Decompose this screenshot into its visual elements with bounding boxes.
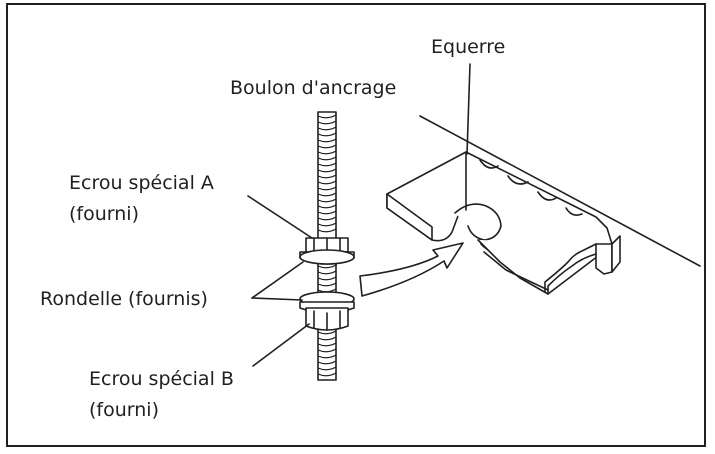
bolt-thread [317,222,337,227]
bolt-thread [317,336,337,341]
bolt-thread [317,342,337,347]
bolt-thread [317,366,337,371]
bolt-thread [317,114,337,119]
leader-ecrou-a [247,195,313,239]
label-equerre: Equerre [431,36,506,58]
bolt-thread [317,228,337,233]
label-boulon-ancrage: Boulon d'ancrage [230,77,397,99]
bolt-thread [317,282,337,287]
bolt-thread [317,174,337,179]
bolt-thread [317,204,337,209]
bolt-thread [317,372,337,377]
bolt-thread [317,360,337,365]
bolt-thread [317,192,337,197]
special-nut-b [299,301,355,331]
label-rondelle: Rondelle (fournis) [40,288,208,310]
leader-rondelle-b [251,297,303,301]
leader-rondelle-a [251,261,304,299]
bolt-thread [317,150,337,155]
bolt-thread [317,168,337,173]
bolt-thread [317,354,337,359]
label-ecrou-special-a-note: (fourni) [69,203,139,225]
bolt-thread [317,144,337,149]
leader-equerre [466,63,471,155]
washer-a [299,249,355,265]
label-ecrou-special-b: Ecrou spécial B [89,368,234,390]
bolt-thread [317,126,337,131]
bolt-thread [317,270,337,275]
bolt-thread [317,180,337,185]
bolt-thread [317,156,337,161]
label-ecrou-special-b-note: (fourni) [89,399,159,421]
bracket [386,151,621,295]
bolt-thread [317,330,337,335]
bolt-thread [317,186,337,191]
bolt-thread [317,276,337,281]
bolt-thread [317,348,337,353]
bolt-thread [317,138,337,143]
bolt-thread [317,216,337,221]
bolt-thread [317,210,337,215]
bolt-thread [317,198,337,203]
insertion-arrow [359,242,464,297]
bolt-thread [317,120,337,125]
bolt-thread [317,162,337,167]
bolt-thread [317,264,337,269]
label-ecrou-special-a: Ecrou spécial A [69,172,214,194]
bolt-thread [317,132,337,137]
leader-ecrou-b [252,323,310,367]
